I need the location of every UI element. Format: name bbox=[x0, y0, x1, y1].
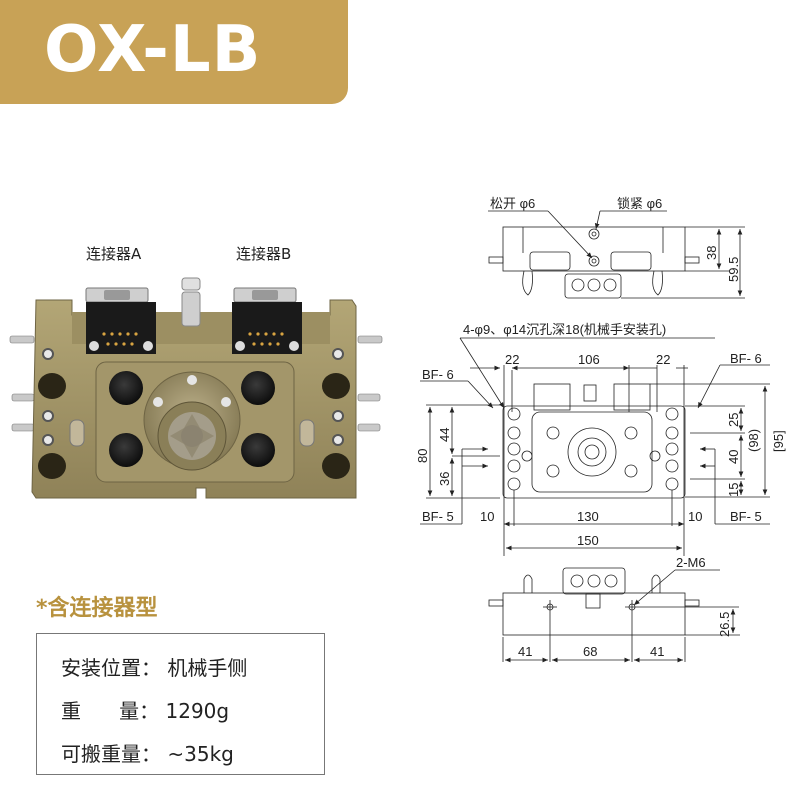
dim-41-left: 41 bbox=[518, 644, 532, 659]
dim-130: 130 bbox=[577, 509, 599, 524]
connector-b-label: 连接器B bbox=[236, 245, 292, 263]
model-title: OX-LB bbox=[44, 13, 262, 87]
dim-59-5: 59.5 bbox=[726, 257, 741, 282]
dim-10-right: 10 bbox=[688, 509, 702, 524]
dim-40: 40 bbox=[726, 450, 741, 464]
bf5-right-label: BF- 5 bbox=[730, 509, 762, 524]
bolt-icon bbox=[109, 371, 275, 467]
bf5-left-label: BF- 5 bbox=[422, 509, 454, 524]
dim-95-ref: [95] bbox=[771, 430, 786, 452]
dim-26-5: 26.5 bbox=[717, 612, 732, 637]
dim-150: 150 bbox=[577, 533, 599, 548]
spec-mount-position: 安装位置： 机械手侧 bbox=[61, 656, 248, 680]
spec-box: 安装位置： 机械手侧 重 量： 1290g 可搬重量： ~35kg bbox=[36, 633, 325, 775]
spec-weight: 重 量： 1290g bbox=[61, 699, 230, 723]
product-photo bbox=[9, 277, 383, 499]
lock-port-label: 锁紧 φ6 bbox=[617, 196, 662, 211]
technical-drawing: 松开 φ6 锁紧 φ6 38 59.5 4-φ9、φ14沉孔深18(机械手安装孔… bbox=[415, 196, 786, 663]
dim-36: 36 bbox=[437, 472, 452, 486]
header-banner: OX-LB bbox=[0, 0, 348, 104]
dim-10-left: 10 bbox=[480, 509, 494, 524]
bf6-right-label: BF- 6 bbox=[730, 351, 762, 366]
connector-a-icon bbox=[85, 287, 156, 354]
dim-22-left: 22 bbox=[505, 352, 519, 367]
dim-22-right: 22 bbox=[656, 352, 670, 367]
spec-payload: 可搬重量： ~35kg bbox=[61, 742, 234, 766]
mount-hole-note: 4-φ9、φ14沉孔深18(机械手安装孔) bbox=[463, 322, 666, 337]
dim-98-ref: (98) bbox=[746, 429, 761, 452]
dim-25: 25 bbox=[726, 413, 741, 427]
dim-80: 80 bbox=[415, 449, 430, 463]
variant-title: *含连接器型 bbox=[36, 596, 158, 621]
air-fitting-icon bbox=[181, 277, 201, 327]
bf6-left-label: BF- 6 bbox=[422, 367, 454, 382]
dim-15: 15 bbox=[726, 483, 741, 497]
release-port-label: 松开 φ6 bbox=[490, 196, 535, 211]
dim-41-right: 41 bbox=[650, 644, 664, 659]
thread-note: 2-M6 bbox=[676, 555, 706, 570]
dim-68: 68 bbox=[583, 644, 597, 659]
dim-106: 106 bbox=[578, 352, 600, 367]
connector-a-label: 连接器A bbox=[86, 245, 142, 263]
dim-38: 38 bbox=[704, 246, 719, 260]
dim-44: 44 bbox=[437, 428, 452, 442]
connector-b-icon bbox=[232, 287, 302, 354]
